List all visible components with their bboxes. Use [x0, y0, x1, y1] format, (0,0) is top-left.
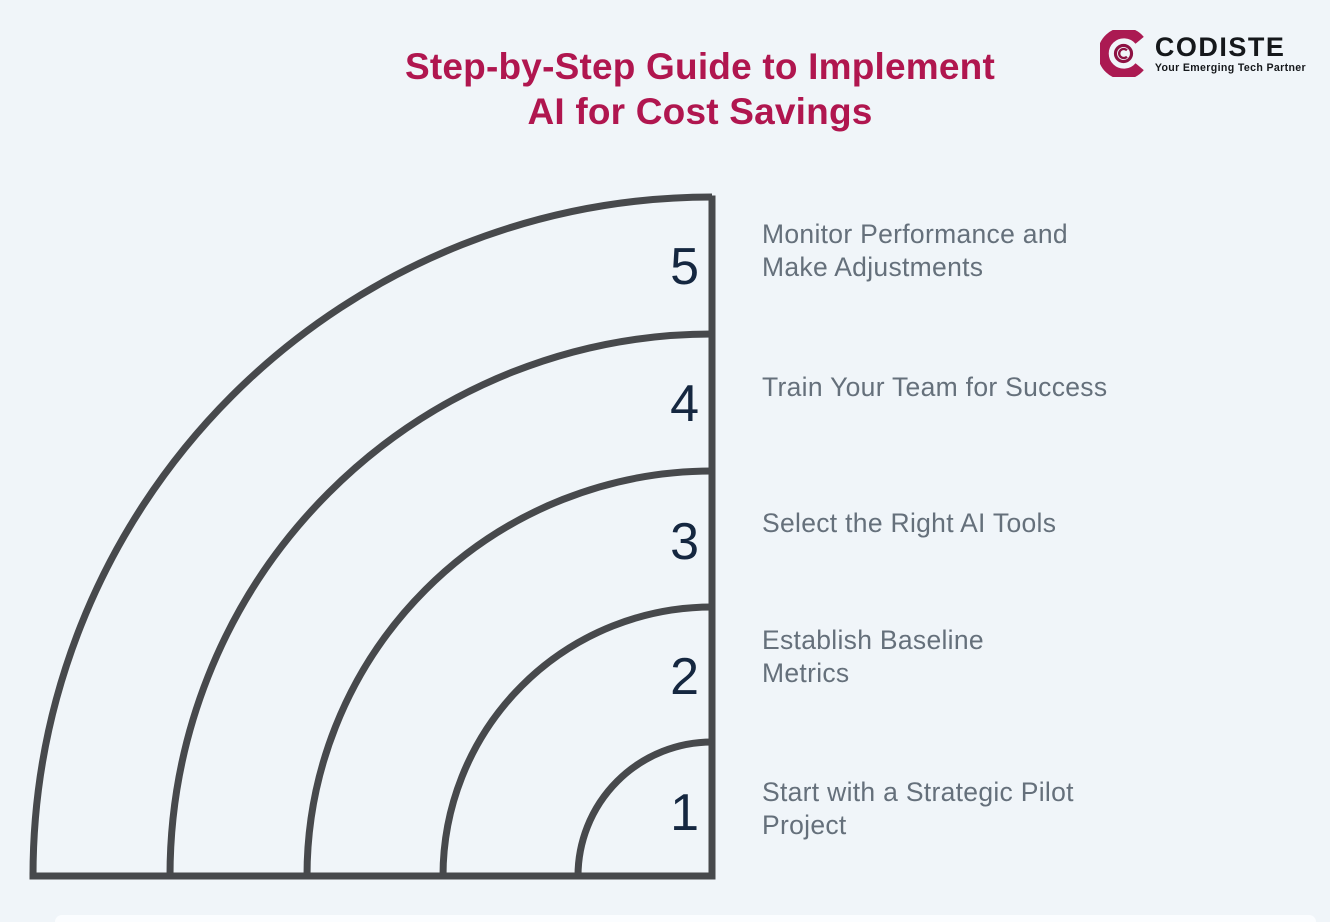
- step-label-5: Monitor Performance and Make Adjustments: [762, 218, 1192, 284]
- step-label-2: Establish Baseline Metrics: [762, 624, 1192, 690]
- step-label-3-line1: Select the Right AI Tools: [762, 508, 1057, 538]
- step-label-3: Select the Right AI Tools: [762, 507, 1192, 540]
- arc-step3: [303, 467, 713, 877]
- step-label-4-line1: Train Your Team for Success: [762, 372, 1108, 402]
- arc-step5: [29, 193, 713, 877]
- arc-step2: [439, 603, 713, 877]
- step-label-4: Train Your Team for Success: [762, 371, 1192, 404]
- step-number-5: 5: [670, 238, 699, 296]
- step-label-5-line1: Monitor Performance and: [762, 219, 1068, 249]
- page-title-line2: AI for Cost Savings: [527, 91, 873, 132]
- step-label-1-line2: Project: [762, 810, 847, 840]
- step-label-2-line2: Metrics: [762, 658, 850, 688]
- logo-tagline: Your Emerging Tech Partner: [1154, 61, 1306, 74]
- step-label-1-line1: Start with a Strategic Pilot: [762, 777, 1074, 807]
- codiste-logo: CODISTE Your Emerging Tech Partner: [1099, 30, 1306, 77]
- page-title-line1: Step-by-Step Guide to Implement: [404, 46, 996, 87]
- arc-step4: [166, 330, 713, 877]
- step-number-2: 2: [670, 648, 699, 706]
- bottom-edge-strip: [55, 915, 1316, 922]
- logo-wordmark: CODISTE: [1154, 31, 1286, 62]
- step-number-3: 3: [670, 513, 699, 571]
- step-label-2-line1: Establish Baseline: [762, 625, 984, 655]
- arc-step1: [574, 738, 713, 877]
- step-label-1: Start with a Strategic Pilot Project: [762, 776, 1192, 842]
- step-number-1: 1: [670, 784, 699, 842]
- codiste-c-icon: [1099, 30, 1144, 77]
- page-title: Step-by-Step Guide to Implement AI for C…: [70, 44, 1330, 134]
- step-number-4: 4: [670, 375, 699, 433]
- step-label-5-line2: Make Adjustments: [762, 252, 984, 282]
